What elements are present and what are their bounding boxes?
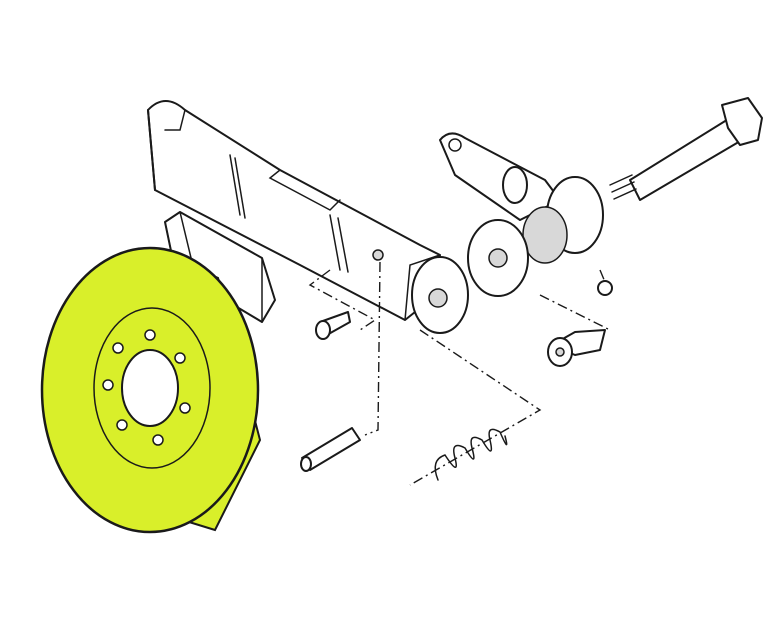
pivot-bracket (439, 132, 561, 221)
assembly-lines (308, 261, 611, 486)
ball (597, 280, 613, 296)
brake-disc (40, 246, 262, 534)
small-screw (315, 311, 351, 340)
bolt (609, 97, 763, 201)
pin (300, 427, 361, 472)
spring (434, 428, 508, 481)
hub-flange (411, 176, 604, 334)
caliper-arm (147, 100, 441, 321)
cap-screw (547, 329, 606, 367)
